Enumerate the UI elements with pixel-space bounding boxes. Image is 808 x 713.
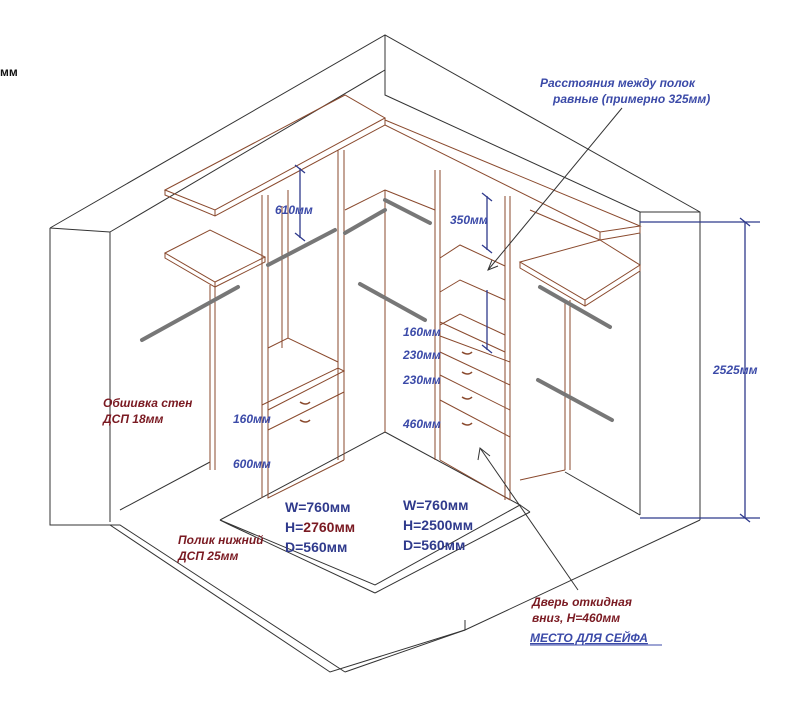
furniture bbox=[163, 94, 642, 501]
corner-unit-label: мм bbox=[0, 65, 18, 79]
left-unit-width: W=760мм bbox=[285, 499, 350, 515]
shelf-spacing-note-line2: равные (примерно 325мм) bbox=[552, 92, 710, 106]
right-unit-height: H=2500мм bbox=[403, 517, 473, 533]
wall-cladding-line1: Обшивка стен bbox=[103, 396, 193, 410]
dim-2525: 2525мм bbox=[712, 363, 758, 377]
floor-shelf-line2: ДСП 25мм bbox=[177, 549, 239, 563]
left-unit-depth: D=560мм bbox=[285, 539, 347, 555]
dim-350: 350мм bbox=[450, 213, 488, 227]
dim-160-right: 160мм bbox=[403, 325, 441, 339]
left-unit-height: H=2760мм bbox=[285, 519, 355, 535]
room-walls bbox=[49, 34, 701, 673]
drawer-handles bbox=[299, 351, 473, 426]
dim-610: 610мм bbox=[275, 203, 313, 217]
dim-600: 600мм bbox=[233, 457, 271, 471]
right-unit-width: W=760мм bbox=[403, 497, 468, 513]
dim-230-b: 230мм bbox=[402, 373, 441, 387]
safe-location-link[interactable]: МЕСТО ДЛЯ СЕЙФА bbox=[530, 629, 648, 645]
hanging-rods bbox=[140, 198, 614, 422]
door-note-line1: Дверь откидная bbox=[531, 595, 632, 609]
shelf-spacing-note-line1: Расстояния между полок bbox=[540, 76, 696, 90]
dim-160-left: 160мм bbox=[233, 412, 271, 426]
dim-230-a: 230мм bbox=[402, 348, 441, 362]
dimension-lines bbox=[294, 164, 760, 523]
floor-shelf-line1: Полик нижний bbox=[178, 533, 264, 547]
door-note-line2: вниз, H=460мм bbox=[532, 611, 620, 625]
right-unit-depth: D=560мм bbox=[403, 537, 465, 553]
wall-cladding-line2: ДСП 18мм bbox=[102, 412, 164, 426]
leader-lines bbox=[477, 107, 623, 591]
dim-460: 460мм bbox=[402, 417, 441, 431]
